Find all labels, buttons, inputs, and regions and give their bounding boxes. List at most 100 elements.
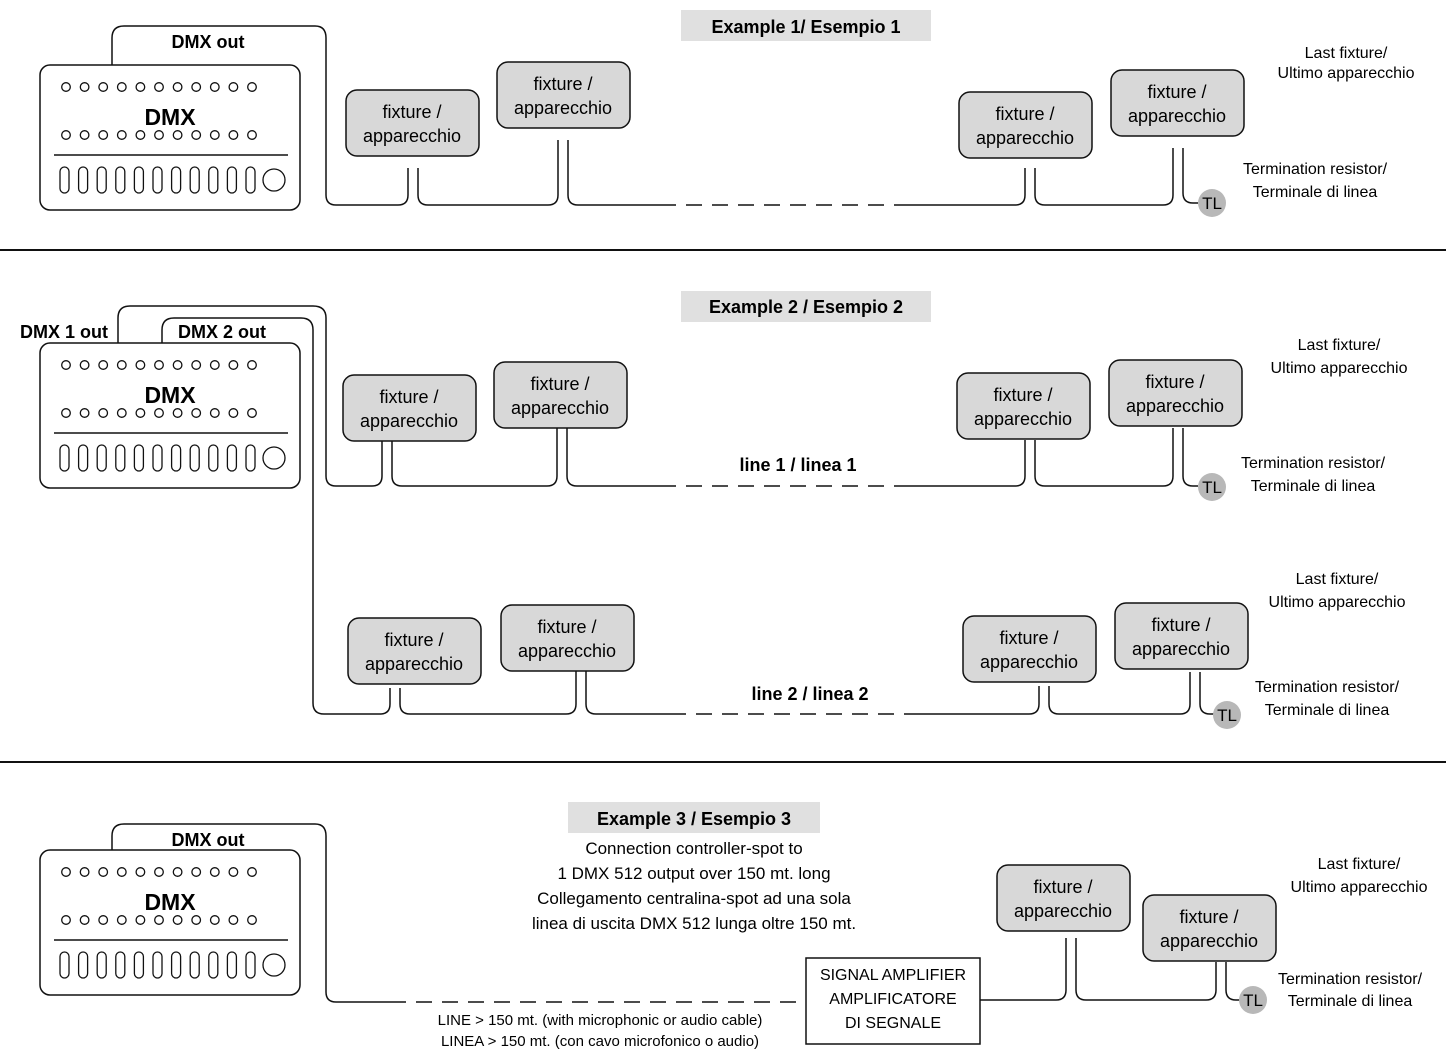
- termination-resistor-icon: TL: [1198, 473, 1226, 501]
- fader-slot: [133, 444, 145, 472]
- fixture-label: fixture /: [995, 104, 1054, 124]
- dmx-label: DMX: [144, 382, 196, 408]
- indicator-led: [247, 915, 257, 925]
- fader-slot: [115, 166, 126, 194]
- indicator-led: [191, 130, 202, 140]
- indicator-led: [154, 82, 164, 92]
- fixture-label: apparecchio: [511, 398, 609, 418]
- indicator-led: [61, 360, 71, 370]
- fixture-box: fixture /apparecchio: [500, 604, 635, 672]
- fixture-label: apparecchio: [1160, 931, 1258, 951]
- chain-link: [399, 669, 577, 715]
- fixture-label: fixture /: [1145, 372, 1204, 392]
- fader-slot: [152, 166, 163, 194]
- indicator-led: [191, 867, 202, 877]
- termination-label: Terminale di linea: [1251, 478, 1376, 495]
- fixture-label: apparecchio: [974, 409, 1072, 429]
- knob-icon: [262, 953, 286, 977]
- fixture-label: fixture /: [530, 374, 589, 394]
- example-title: Example 1/ Esempio 1: [711, 17, 900, 37]
- indicator-led: [247, 867, 257, 877]
- termination-resistor-icon: TL: [1239, 986, 1267, 1014]
- fixture-label: fixture /: [382, 102, 441, 122]
- dmx2-cable: [161, 317, 391, 715]
- indicator-led: [154, 408, 164, 418]
- indicator-led: [154, 130, 164, 140]
- chain-link: [1182, 428, 1198, 487]
- dmx-label: DMX: [144, 889, 196, 915]
- indicator-led: [172, 130, 183, 140]
- indicator-led: [228, 867, 239, 877]
- indicator-led: [209, 408, 220, 418]
- indicator-led: [79, 408, 90, 418]
- indicator-led: [79, 360, 90, 370]
- example-title-bg: [681, 10, 931, 41]
- chain-link: [910, 168, 1026, 206]
- indicator-led: [98, 360, 109, 370]
- svg-text:TL: TL: [1202, 194, 1222, 213]
- fixture-box: fixture /apparecchio: [1110, 69, 1245, 137]
- indicator-led: [172, 915, 183, 925]
- chain-link: [1182, 148, 1198, 204]
- indicator-led: [191, 360, 202, 370]
- line-1-label: line 1 / linea 1: [739, 455, 856, 475]
- indicator-led: [228, 408, 239, 418]
- fader-slot: [170, 166, 182, 194]
- fixture-box: fixture /apparecchio: [996, 864, 1131, 932]
- last-fixture-label: Last fixture/: [1318, 856, 1401, 873]
- description-line: linea di uscita DMX 512 lunga oltre 150 …: [532, 914, 856, 933]
- description-line: Connection controller-spot to: [585, 839, 802, 858]
- amplifier-label: AMPLIFICATORE: [829, 991, 956, 1008]
- indicator-led: [79, 82, 90, 92]
- description-line: Collegamento centralina-spot ad una sola: [537, 889, 851, 908]
- indicator-led: [98, 130, 109, 140]
- indicator-led: [228, 130, 239, 140]
- fader-slot: [96, 951, 107, 979]
- fader-slot: [170, 951, 182, 979]
- fixture-label: apparecchio: [1132, 639, 1230, 659]
- fixture-box: fixture / apparecchio: [493, 361, 628, 429]
- fixture-label: apparecchio: [980, 652, 1078, 672]
- indicator-led: [172, 360, 183, 370]
- indicator-led: [61, 408, 71, 418]
- fixture-box: fixture /apparecchio: [345, 89, 480, 157]
- chain-link: [585, 669, 670, 715]
- dmx-out-label: DMX out: [172, 32, 245, 52]
- indicator-led: [79, 867, 90, 877]
- dmx-controller: DMX: [39, 64, 301, 211]
- dmx-cable: [111, 25, 409, 206]
- fixture-label: apparecchio: [1128, 106, 1226, 126]
- indicator-led: [228, 915, 239, 925]
- last-fixture-label: Last fixture/: [1296, 571, 1379, 588]
- dmx-out-label: DMX out: [172, 830, 245, 850]
- fader-slot: [226, 166, 238, 194]
- chain-link: [920, 686, 1040, 715]
- termination-label: Terminale di linea: [1253, 184, 1378, 201]
- chain-link: [1225, 962, 1240, 1001]
- indicator-led: [209, 130, 220, 140]
- indicator-led: [247, 130, 257, 140]
- indicator-led: [154, 867, 164, 877]
- last-fixture-label: Ultimo apparecchio: [1271, 360, 1408, 377]
- fixture-box: fixture /apparecchio: [347, 617, 482, 685]
- chain-link: [1034, 148, 1174, 206]
- fixture-box: fixture /apparecchio: [956, 372, 1091, 440]
- chain-link: [566, 426, 660, 487]
- fader-slot: [189, 951, 200, 979]
- fader-slot: [96, 166, 107, 194]
- example-title-bg: [681, 291, 931, 322]
- fader-slot: [77, 951, 89, 979]
- fixture-box: fixture /apparecchio: [962, 615, 1097, 683]
- dmx-label: DMX: [144, 104, 196, 130]
- fixture-label: fixture /: [533, 74, 592, 94]
- fader-slot: [226, 951, 238, 979]
- example-3: Example 3 / Esempio 3 Connection control…: [39, 802, 1240, 1050]
- indicator-led: [79, 130, 90, 140]
- example-title-bg: [568, 802, 820, 833]
- line-note: LINEA > 150 mt. (con cavo microfonico o …: [441, 1033, 759, 1050]
- chain-link: [980, 938, 1067, 1001]
- svg-text:TL: TL: [1217, 706, 1237, 725]
- example-2: Example 2 / Esempio 2 DMX 1 out DMX 2 ou…: [20, 291, 1214, 715]
- indicator-led: [247, 408, 257, 418]
